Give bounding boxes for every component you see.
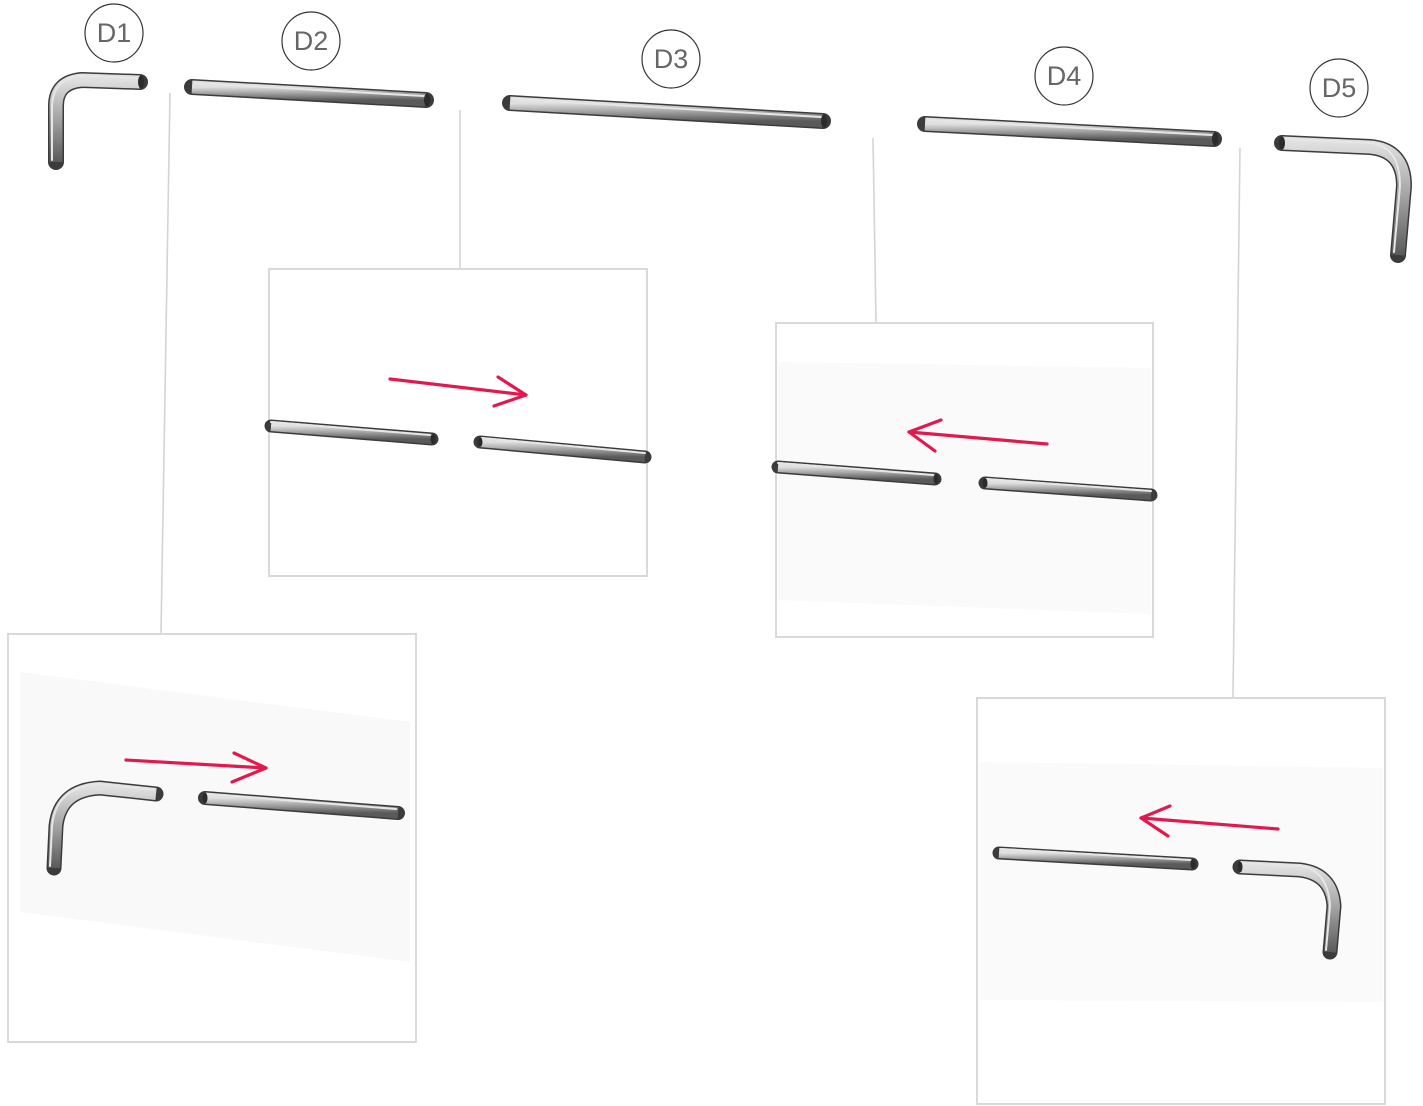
assembly-arrow-right — [388, 375, 528, 408]
assembly-arrow-left — [1139, 804, 1280, 838]
detail-d5-elbow — [1232, 859, 1342, 960]
detail-d2-tube — [198, 791, 405, 820]
leader-line-d1-d2 — [160, 92, 171, 634]
label-d1: D1 — [84, 3, 144, 63]
detail-frame-d3-d4 — [771, 322, 1158, 638]
assembly-arrow-left — [907, 418, 1049, 453]
detail-d4-tube-start — [978, 476, 1158, 502]
part-labels: D1 D2 D3 D4 D5 — [84, 3, 1369, 118]
label-d4-text: D4 — [1047, 61, 1082, 91]
detail-frame-d4-d5 — [976, 697, 1386, 1105]
label-d2: D2 — [281, 11, 341, 71]
detail-frame-d2-d3 — [264, 268, 652, 577]
part-d4-tube — [917, 116, 1222, 147]
detail-d1-elbow — [46, 780, 164, 876]
detail-d4-tube-end — [992, 846, 1199, 871]
overview-parts — [48, 71, 1413, 263]
leader-lines — [160, 92, 1241, 698]
detail-d2-tube-end — [264, 419, 439, 446]
part-d1-elbow — [48, 71, 148, 170]
label-d1-text: D1 — [97, 18, 132, 48]
label-d2-text: D2 — [294, 26, 329, 56]
label-d5: D5 — [1309, 58, 1369, 118]
leader-line-d3-d4 — [872, 137, 877, 323]
part-d5-elbow — [1274, 135, 1413, 263]
assembly-arrow-right — [124, 751, 268, 784]
detail-d3-tube-start — [473, 435, 652, 464]
detail-frame-d1-d2 — [7, 633, 417, 1043]
part-d3-tube — [502, 95, 831, 129]
part-d2-tube — [184, 79, 434, 108]
label-d5-text: D5 — [1322, 73, 1357, 103]
label-d3-text: D3 — [654, 44, 689, 74]
detail-d3-tube-end — [771, 460, 942, 486]
label-d3: D3 — [641, 29, 701, 89]
label-d4: D4 — [1034, 46, 1094, 106]
leader-line-d4-d5 — [1232, 147, 1241, 698]
